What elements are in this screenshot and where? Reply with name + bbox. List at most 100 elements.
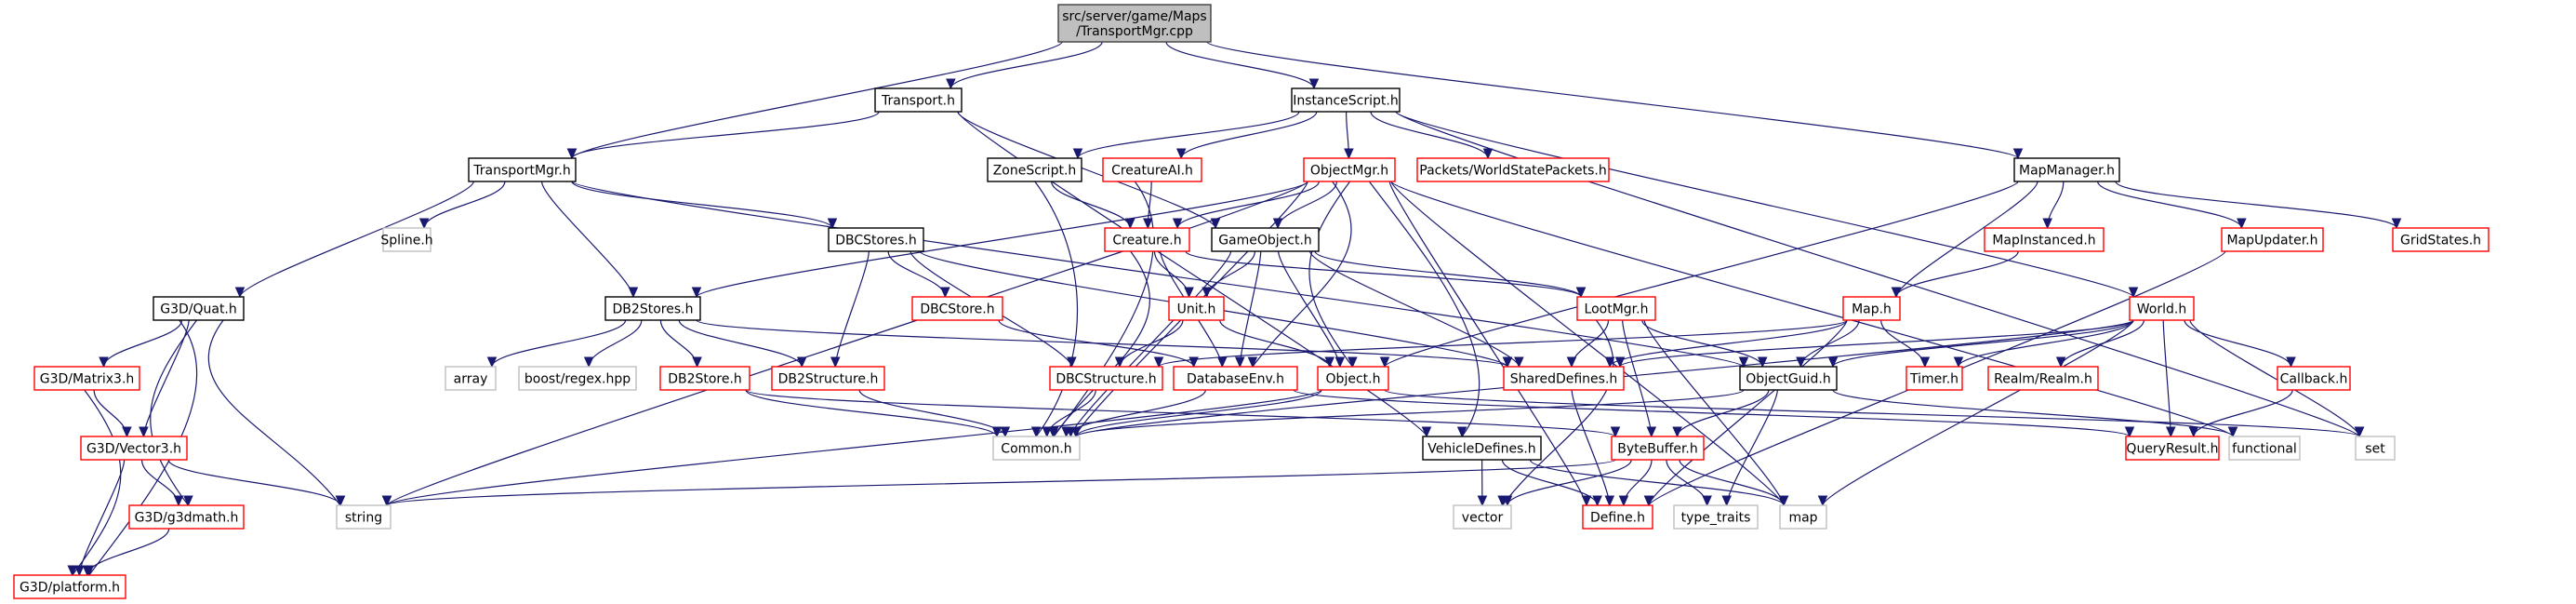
file-node-queryresult-h[interactable]: QueryResult.h [2125,436,2220,461]
file-node-dbcstore-h[interactable]: DBCStore.h [911,296,1003,321]
file-node-dbcstores-h[interactable]: DBCStores.h [828,227,924,252]
file-node-gameobject-h[interactable]: GameObject.h [1211,227,1320,252]
node-label: array [454,372,488,387]
file-node-mapinstanced-h[interactable]: MapInstanced.h [1984,227,2105,252]
arrowhead-icon [2055,356,2066,369]
file-node-objectguid-h[interactable]: ObjectGuid.h [1739,366,1838,391]
file-node-zonescript-h[interactable]: ZoneScript.h [987,157,1082,182]
edge-mapmanager-h-to-object-h [1384,181,2019,368]
file-node-g3d-matrix3-h[interactable]: G3D/Matrix3.h [33,366,140,391]
edge-databaseenv-h-to-common-h [1066,389,1206,437]
arrowhead-icon [1482,148,1494,160]
arrowhead-icon [1143,218,1153,230]
file-node-objectmgr-h[interactable]: ObjectMgr.h [1303,157,1396,182]
arrowhead-icon [1175,148,1187,160]
edge-objectmgr-h-to-db2stores-h [696,181,1308,298]
file-node-mapmanager-h[interactable]: MapManager.h [2013,157,2120,182]
arrowhead-icon [583,356,594,369]
node-box [468,157,577,182]
file-node-shareddefines-h[interactable]: SharedDefines.h [1503,366,1625,391]
file-node-g3d-g3dmath-h[interactable]: G3D/g3dmath.h [128,504,245,530]
file-node-g3d-quat-h[interactable]: G3D/Quat.h [153,296,245,321]
edge-bytebuffer-h-to-type-traits [1666,459,1708,506]
file-node-mapupdater-h[interactable]: MapUpdater.h [2221,227,2324,252]
file-node-transportmgr-h[interactable]: TransportMgr.h [468,157,577,182]
edge-vehicledefines-h-to-map [1529,459,1785,506]
file-node-map-h[interactable]: Map.h [1842,296,1901,321]
file-node-realm-realm-h[interactable]: Realm/Realm.h [1987,366,2099,391]
file-node-lootmgr-h[interactable]: LootMgr.h [1576,296,1656,321]
file-node-instancescript-h[interactable]: InstanceScript.h [1291,87,1401,113]
file-node-dbcstructure-h[interactable]: DBCStructure.h [1049,366,1163,391]
file-node-db2structure-h[interactable]: DB2Structure.h [771,366,885,391]
edge-gameobject-h-to-shareddefines-h [1309,250,1520,368]
root-file-node[interactable]: src/server/game/Maps/TransportMgr.cpp [1057,4,1212,43]
file-node-define-h[interactable]: Define.h [1582,504,1653,530]
node-box [1905,366,1963,391]
edge-db2stores-h-to-db2structure-h [678,319,803,368]
file-node-creatureai-h[interactable]: CreatureAI.h [1102,157,1202,182]
edge-g3d-quat-h-to-string [207,319,341,506]
arrowhead-icon [2391,218,2402,230]
file-node-vehicledefines-h[interactable]: VehicleDefines.h [1422,436,1542,461]
edge-world-h-to-callback-h [2184,319,2292,368]
node-label: TransportMgr.h [472,164,570,179]
arrowhead-icon [1344,148,1354,160]
arrowhead-icon [1502,495,1513,507]
arrowhead-icon [1247,356,1258,369]
file-node-packets-worldstatepackets-h[interactable]: Packets/WorldStatePackets.h [1416,157,1610,182]
edge-db2stores-h-to-array [491,319,627,368]
file-node-bytebuffer-h[interactable]: ByteBuffer.h [1611,436,1705,461]
node-box [1291,87,1401,113]
edge-world-h-to-objectguid-h [1832,319,2134,368]
file-node-transport-h[interactable]: Transport.h [874,87,963,113]
file-node-object-h[interactable]: Object.h [1317,366,1389,391]
file-node-db2store-h[interactable]: DB2Store.h [659,366,750,391]
node-label: LootMgr.h [1585,302,1649,317]
edge-transport-h-to-gameobject-h [957,111,1216,229]
node-box [771,366,885,391]
arrowhead-icon [1042,426,1053,438]
edge-g3d-matrix3-h-to-g3d-vector3-h [93,389,128,437]
edge-objectguid-h-to-common-h [1075,389,1745,437]
edge-dbcstores-h-to-db2structure-h [834,250,870,368]
arrowhead-icon [1919,356,1931,369]
file-node-databaseenv-h[interactable]: DatabaseEnv.h [1173,366,1298,391]
file-node-creature-h[interactable]: Creature.h [1104,227,1190,252]
file-node-world-h[interactable]: World.h [2129,296,2195,321]
file-node-g3d-vector3-h[interactable]: G3D/Vector3.h [80,436,188,461]
node-box [659,366,750,391]
file-node-callback-h[interactable]: Callback.h [2277,366,2351,391]
file-node-db2stores-h[interactable]: DB2Stores.h [604,296,701,321]
edge-object-h-to-set [1384,389,2360,437]
arrowhead-icon [1172,218,1183,230]
node-box [1673,504,1759,530]
node-box [33,366,140,391]
arrowhead-icon [1702,495,1712,507]
edge-creatureai-h-to-common-h [1053,181,1154,437]
node-label: G3D/Vector3.h [86,442,181,457]
node-box [992,436,1081,461]
arrowhead-icon [234,287,246,299]
file-node-timer-h[interactable]: Timer.h [1905,366,1963,391]
file-node-type-traits: type_traits [1673,504,1759,530]
arrowhead-icon [1114,356,1125,369]
node-label: QueryResult.h [2126,442,2218,457]
arrowhead-icon [74,565,85,577]
node-box [80,436,188,461]
node-box [1503,366,1625,391]
node-label: Realm/Realm.h [1994,372,2092,387]
node-box [1173,366,1298,391]
node-box [2129,296,2195,321]
edge-transportmgr-h-to-db2stores-h [540,181,634,298]
node-label: G3D/Quat.h [160,302,237,317]
node-label: Callback.h [2280,372,2348,387]
node-box [2013,157,2120,182]
node-label: boost/regex.hpp [524,372,631,387]
node-label: MapInstanced.h [1992,234,2095,248]
edge-g3d-matrix3-h-to-g3d-platform-h [72,389,122,576]
file-node-unit-h[interactable]: Unit.h [1168,296,1225,321]
file-node-gridstates-h[interactable]: GridStates.h [2392,227,2490,252]
file-node-g3d-platform-h[interactable]: G3D/platform.h [13,574,126,599]
arrowhead-icon [1672,426,1682,438]
